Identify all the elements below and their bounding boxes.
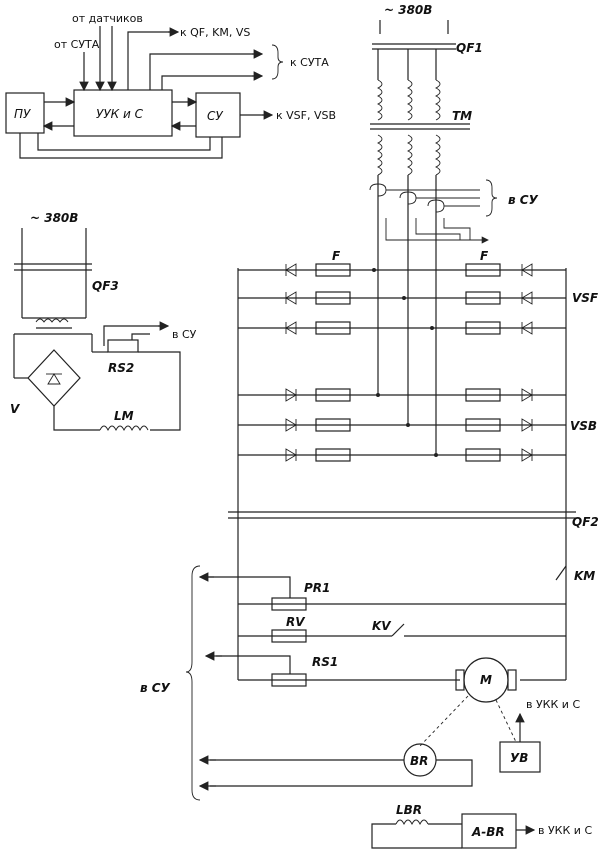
abr-label: A-BR <box>471 825 505 839</box>
from-suta-label: от СУТА <box>54 38 100 51</box>
abr-block <box>461 813 517 849</box>
to-ukk-label-1: в УКК и С <box>526 698 580 711</box>
su-label: СУ <box>207 109 223 123</box>
vsf-rows <box>238 263 566 335</box>
v-label: V <box>10 402 21 416</box>
pr1-label: PR1 <box>304 581 330 595</box>
to-qf-label: к QF, KM, VS <box>180 26 250 39</box>
fuse-left-label: F <box>332 249 341 263</box>
pr1-resistor <box>271 597 307 611</box>
lbr-label: LBR <box>396 803 422 817</box>
vsb-label: VSB <box>570 419 597 433</box>
tm-label: TM <box>452 109 472 123</box>
pu-label: ПУ <box>14 107 31 121</box>
to-vsf-label: к VSF, VSB <box>276 109 336 122</box>
fuse-right-label: F <box>480 249 489 263</box>
field-supply-label: ~ 380В <box>30 211 78 225</box>
main-circuit: ~ 380В QF1 TM в СУ <box>140 3 599 849</box>
kv-label: KV <box>372 619 392 633</box>
block-diagram: ПУ УУК и С СУ к VSF, VSB от датчиков от … <box>5 12 336 159</box>
qf3-label: QF3 <box>92 279 119 293</box>
lm-label: LM <box>114 409 134 423</box>
field-circuit: ~ 380В QF3 V в СУ RS2 LM <box>10 211 197 432</box>
vsb-rows <box>238 388 566 462</box>
yv-label: УВ <box>510 751 528 765</box>
uuk-block <box>73 89 173 137</box>
su-brace-label: в СУ <box>140 681 171 695</box>
rs1-label: RS1 <box>312 655 338 669</box>
to-suta-label: к СУТА <box>290 56 329 69</box>
qf1-label: QF1 <box>456 41 483 55</box>
field-to-su-label: в СУ <box>172 328 197 341</box>
pu-block <box>5 92 45 134</box>
rv-label: RV <box>286 615 306 629</box>
from-sensors-label: от датчиков <box>72 12 143 25</box>
rs2-label: RS2 <box>108 361 134 375</box>
rv-resistor <box>271 629 307 643</box>
to-ukk-label-2: в УКК и С <box>538 824 592 837</box>
rs2-resistor <box>107 339 139 353</box>
main-supply-label: ~ 380В <box>384 3 432 17</box>
rectifier-bridge <box>27 349 81 407</box>
qf2-label: QF2 <box>572 515 599 529</box>
tm-to-su-label: в СУ <box>508 193 539 207</box>
uuk-label: УУК и С <box>96 107 144 121</box>
br-label: BR <box>410 754 428 768</box>
m-label: M <box>480 673 492 687</box>
rs1-resistor <box>271 673 307 687</box>
vsf-label: VSF <box>572 291 599 305</box>
km-label: KM <box>574 569 595 583</box>
